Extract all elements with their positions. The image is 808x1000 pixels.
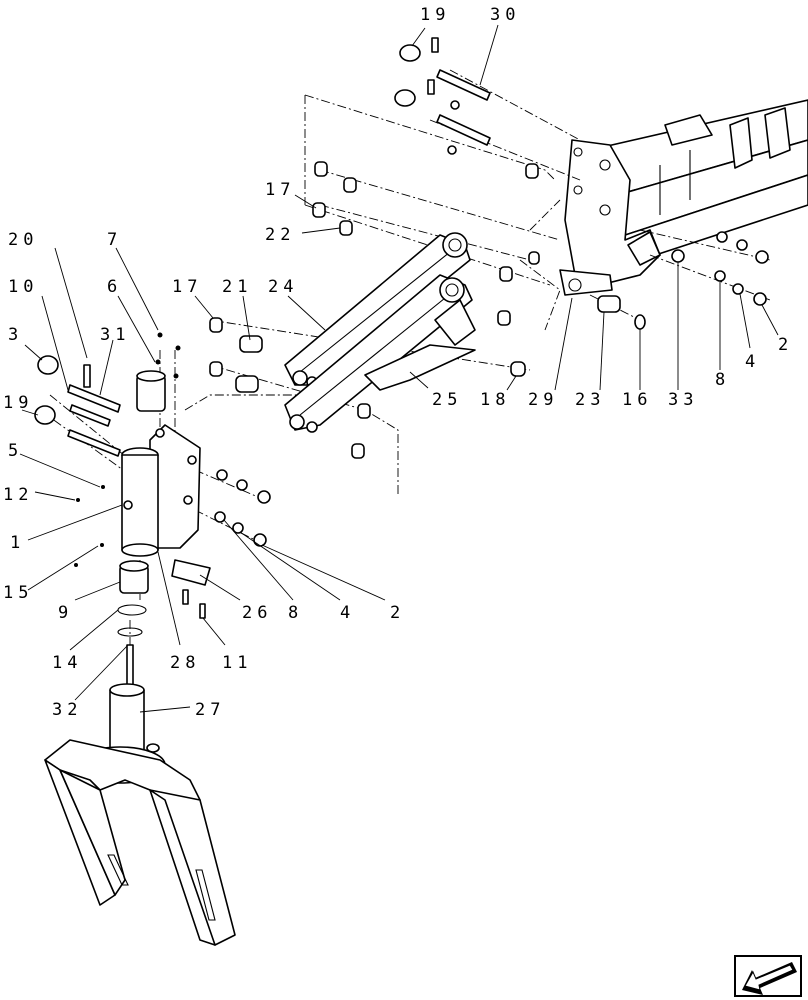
top-pins (394, 37, 491, 155)
callout-14: 14 (52, 653, 82, 673)
callout-29: 29 (528, 390, 558, 410)
callout-22: 22 (265, 225, 295, 245)
previous-page-button[interactable] (734, 955, 802, 997)
callout-16: 16 (622, 390, 652, 410)
callout-9: 9 (58, 603, 73, 623)
parallel-link-lower (284, 274, 476, 433)
callout-31: 31 (100, 325, 130, 345)
callout-19-top: 19 (420, 5, 450, 25)
callout-19: 19 (3, 393, 33, 413)
callout-8-right: 8 (715, 370, 730, 390)
callout-5: 5 (8, 441, 23, 461)
callout-1: 1 (10, 533, 25, 553)
callout-17: 17 (172, 277, 202, 297)
callout-21: 21 (222, 277, 252, 297)
callout-2: 2 (390, 603, 405, 623)
callout-11: 11 (222, 653, 252, 673)
callout-18: 18 (480, 390, 510, 410)
pivot-bracket (121, 424, 201, 557)
callout-27: 27 (195, 700, 225, 720)
callout-6: 6 (107, 277, 122, 297)
callout-25: 25 (432, 390, 462, 410)
callout-20: 20 (8, 230, 38, 250)
callout-17-top: 17 (265, 180, 295, 200)
caster-fork (44, 683, 236, 946)
callout-4-right: 4 (745, 352, 760, 372)
pivot-parts (34, 332, 271, 686)
callout-32: 32 (52, 700, 82, 720)
main-frame (559, 99, 808, 296)
callout-23: 23 (575, 390, 605, 410)
callout-7: 7 (107, 230, 122, 250)
previous-page-arrow-icon (742, 962, 797, 995)
frame-hardware (634, 231, 769, 330)
link-bushings (209, 161, 621, 459)
callout-24: 24 (268, 277, 298, 297)
callout-28: 28 (170, 653, 200, 673)
callout-numbers: 19 30 17 22 20 7 10 6 17 21 24 3 31 19 5… (3, 5, 793, 720)
leader-lines (19, 24, 779, 713)
callout-30: 30 (490, 5, 520, 25)
callout-33: 33 (668, 390, 698, 410)
callout-12: 12 (3, 485, 33, 505)
callout-15: 15 (3, 583, 33, 603)
callout-3: 3 (8, 325, 23, 345)
callout-2-right: 2 (778, 335, 793, 355)
callout-10: 10 (8, 277, 38, 297)
callout-8: 8 (288, 603, 303, 623)
callout-4: 4 (340, 603, 355, 623)
callout-26: 26 (242, 603, 272, 623)
